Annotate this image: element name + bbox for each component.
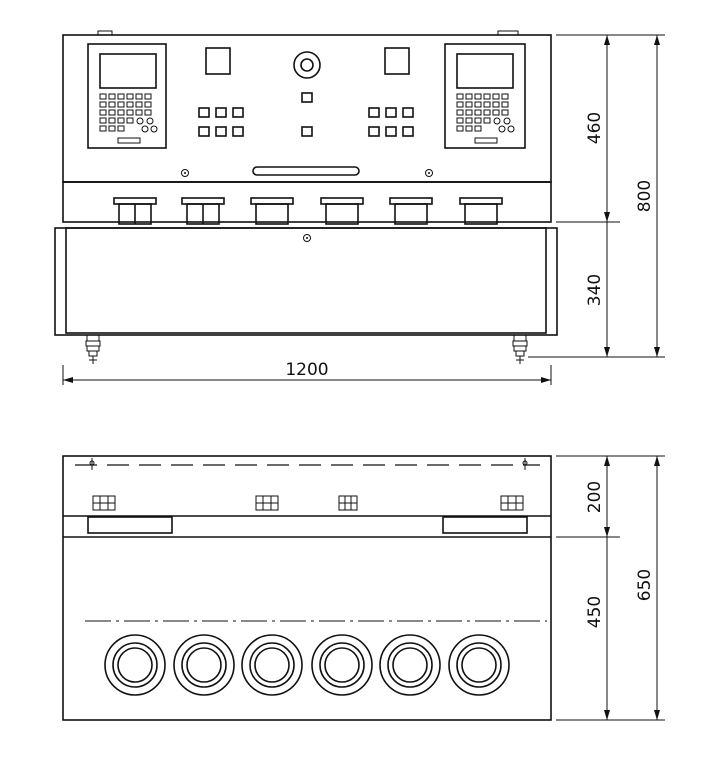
width-dimension: 1200 — [62, 360, 552, 385]
port-2 — [173, 634, 235, 696]
front-depth-label: 450 — [585, 596, 605, 628]
port-3 — [241, 634, 303, 696]
left-controller-housing — [87, 516, 173, 534]
panel-screws — [181, 169, 433, 177]
left-button-group — [198, 107, 244, 137]
port-6 — [448, 634, 510, 696]
left-square-indicator — [205, 47, 231, 75]
port-4 — [311, 634, 373, 696]
leveling-feet — [85, 334, 528, 364]
back-depth-label: 200 — [585, 481, 605, 513]
flange-band — [62, 181, 552, 223]
total-depth-label: 650 — [635, 569, 655, 601]
top-view: 200 450 650 — [62, 455, 665, 721]
right-button-group — [368, 107, 414, 137]
left-controller-display — [99, 53, 157, 89]
lower-cabinet — [54, 227, 558, 336]
port-1 — [104, 634, 166, 696]
front-view: 1200 460 340 800 — [54, 30, 665, 385]
left-controller — [87, 43, 167, 149]
top-connectors — [92, 495, 524, 511]
right-controller-display — [456, 53, 514, 89]
lower-height-label: 340 — [585, 274, 605, 306]
total-height-label: 800 — [635, 180, 655, 212]
port-5 — [379, 634, 441, 696]
port-circles — [104, 634, 510, 696]
upper-panel — [62, 34, 552, 183]
width-label: 1200 — [285, 360, 328, 380]
top-vertical-dimensions: 200 450 650 — [556, 455, 665, 721]
center-knob — [293, 51, 321, 79]
upper-height-label: 460 — [585, 112, 605, 144]
front-vertical-dimensions: 460 340 800 — [528, 34, 665, 358]
right-controller — [444, 43, 526, 149]
right-controller-housing — [442, 516, 528, 534]
panel-handle — [252, 166, 360, 176]
center-button-group — [301, 92, 313, 137]
flange-row — [113, 197, 503, 225]
top-outline — [62, 455, 552, 721]
right-square-indicator — [384, 47, 410, 75]
